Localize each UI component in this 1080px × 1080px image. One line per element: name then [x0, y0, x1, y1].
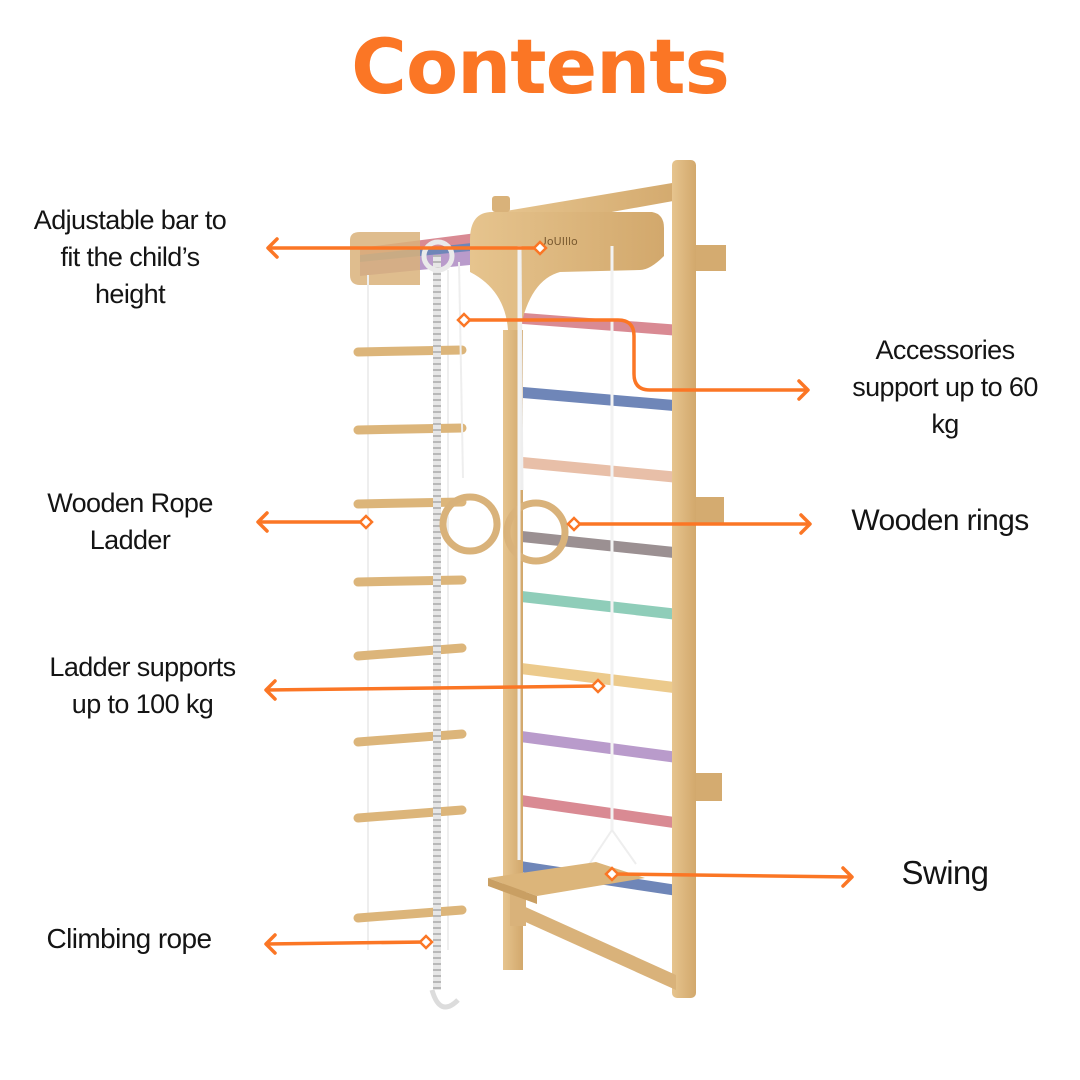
ladder-step — [353, 805, 467, 823]
callout-line — [265, 940, 427, 946]
bottom-brace — [510, 900, 676, 990]
ladder-step — [353, 729, 467, 747]
wall-bar-rung — [511, 456, 680, 483]
callout-climbing-rope — [264, 933, 434, 955]
pull-up-bar-side-plate — [350, 232, 420, 285]
callout-line — [265, 684, 599, 692]
ladder-step — [353, 575, 467, 587]
top-bracket-plate: ᒍoᑌIllo — [470, 196, 664, 330]
wall-bar-rung — [511, 730, 680, 763]
label-ladder-supports: Ladder supports up to 100 kg — [49, 652, 236, 719]
swing-ropes — [517, 246, 637, 867]
diamond-marker-icon — [566, 516, 582, 532]
diamond-marker-icon — [604, 866, 620, 882]
label-swing: Swing — [901, 854, 989, 891]
label-wooden-rings: Wooden rings — [851, 504, 1029, 537]
wall-bar-rung — [511, 386, 680, 411]
arrowhead-icon — [256, 511, 269, 533]
callout-wooden-rings — [566, 513, 812, 535]
wall-bar-rung — [511, 794, 680, 828]
label-rope-ladder: Wooden Rope Ladder — [47, 488, 213, 555]
ladder-step — [353, 423, 467, 435]
climbing-rope — [421, 239, 460, 1010]
diamond-marker-icon — [456, 312, 472, 328]
callout-arrows — [256, 237, 854, 955]
arrowhead-icon — [264, 933, 277, 955]
callout-adjustable-bar — [266, 237, 548, 259]
wall-bar-rung — [511, 530, 680, 558]
callout-rope-ladder — [256, 511, 374, 533]
wall-bar-rungs — [511, 312, 680, 896]
rope-ladder — [353, 270, 467, 950]
ladder-step — [353, 905, 467, 923]
label-adjustable-bar: Adjustable bar to fit the child’s height — [33, 205, 227, 309]
ladder-step — [353, 643, 467, 661]
wooden-ring-left — [439, 493, 501, 555]
label-accessories: Accessories support up to 60 kg — [852, 335, 1038, 439]
callout-ladder-supports — [264, 678, 606, 701]
swing-seat — [488, 862, 645, 896]
arrowhead-icon — [797, 379, 810, 401]
diamond-marker-icon — [418, 934, 434, 950]
arrowhead-icon — [264, 679, 277, 701]
diamond-marker-icon — [358, 514, 374, 530]
callout-line — [611, 872, 853, 879]
diamond-marker-icon — [532, 240, 548, 256]
label-climbing-rope: Climbing rope — [46, 923, 213, 954]
ladder-step — [353, 497, 467, 509]
callout-accessories — [456, 312, 810, 401]
arrowhead-icon — [266, 237, 279, 259]
svg-text:ᒍoᑌIllo: ᒍoᑌIllo — [540, 235, 578, 248]
arrowhead-icon — [799, 513, 812, 535]
ladder-step — [353, 345, 467, 357]
diamond-marker-icon — [590, 678, 606, 694]
wooden-ring-right — [503, 499, 569, 565]
page-title: Contents — [351, 22, 730, 111]
callout-line — [464, 318, 808, 392]
wall-bar-rung — [511, 662, 680, 693]
right-upright — [672, 160, 696, 998]
arrowhead-icon — [841, 866, 854, 888]
wall-bar-rung — [511, 590, 680, 620]
callout-swing — [604, 866, 854, 888]
